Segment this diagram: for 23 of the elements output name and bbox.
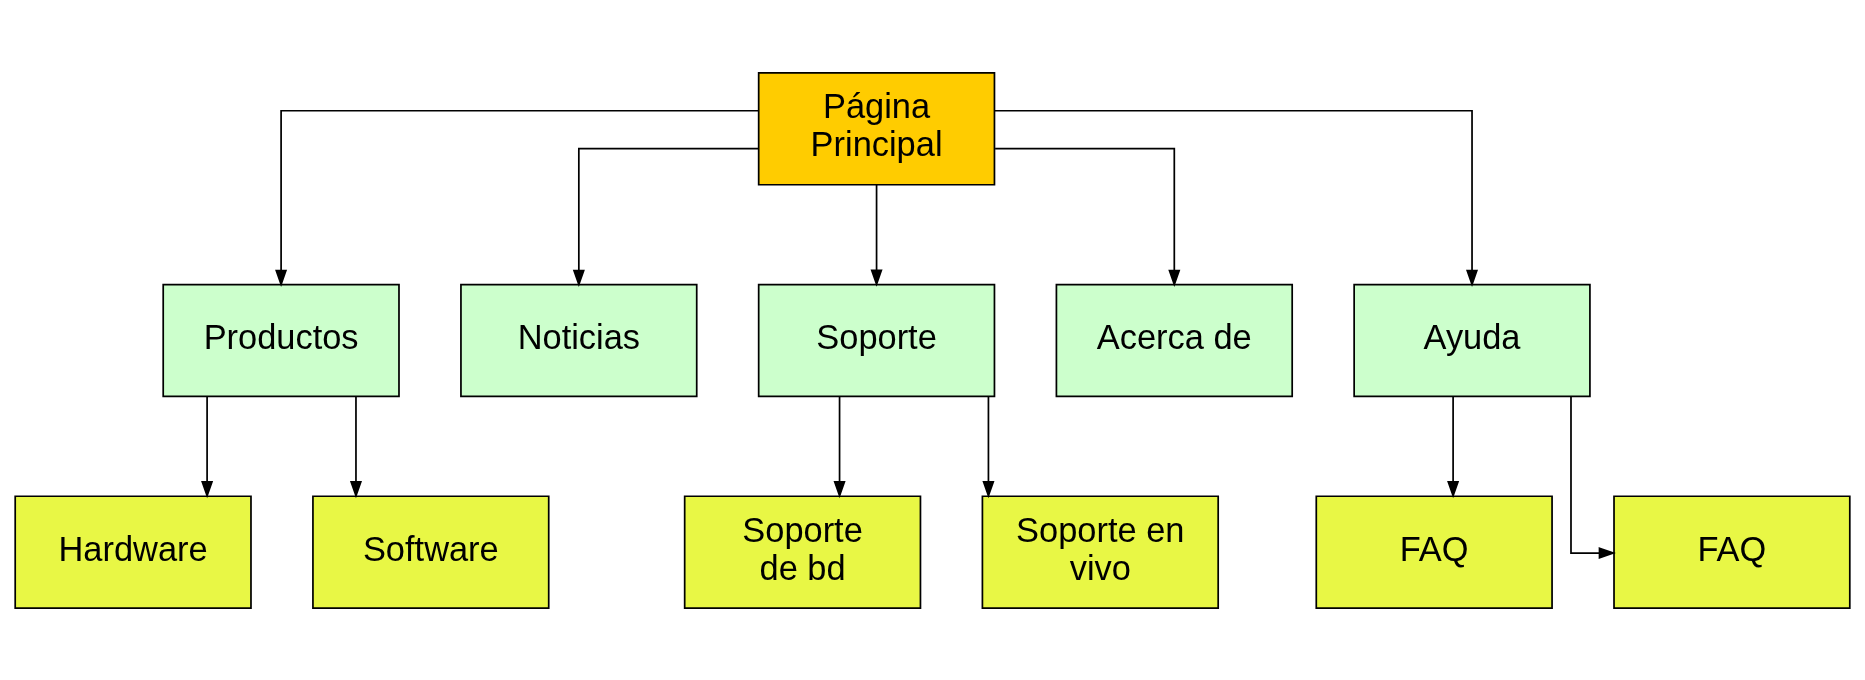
arrow	[994, 147, 1181, 287]
node-box: FAQ	[1315, 494, 1553, 609]
node-box: Acerca de	[1055, 283, 1294, 397]
arrow	[982, 395, 995, 498]
node-box: Soporte	[757, 283, 996, 397]
node-box: Página Principal	[757, 71, 996, 186]
arrow	[994, 109, 1479, 287]
node-box: Noticias	[460, 283, 698, 397]
node-box: Hardware	[14, 494, 252, 609]
node-box: Productos	[162, 283, 400, 397]
arrow	[349, 395, 362, 498]
arrow	[1570, 395, 1616, 559]
arrow	[1447, 395, 1460, 498]
arrow	[201, 395, 214, 498]
node-box: Soporte en vivo	[981, 494, 1220, 609]
arrow	[870, 183, 883, 287]
arrow	[833, 395, 846, 498]
node-box: Soporte de bd	[683, 494, 922, 609]
node-box: Software	[312, 494, 550, 609]
node-box: FAQ	[1613, 494, 1851, 609]
arrow	[572, 147, 759, 287]
arrow	[275, 109, 760, 287]
node-box: Ayuda	[1353, 283, 1591, 397]
